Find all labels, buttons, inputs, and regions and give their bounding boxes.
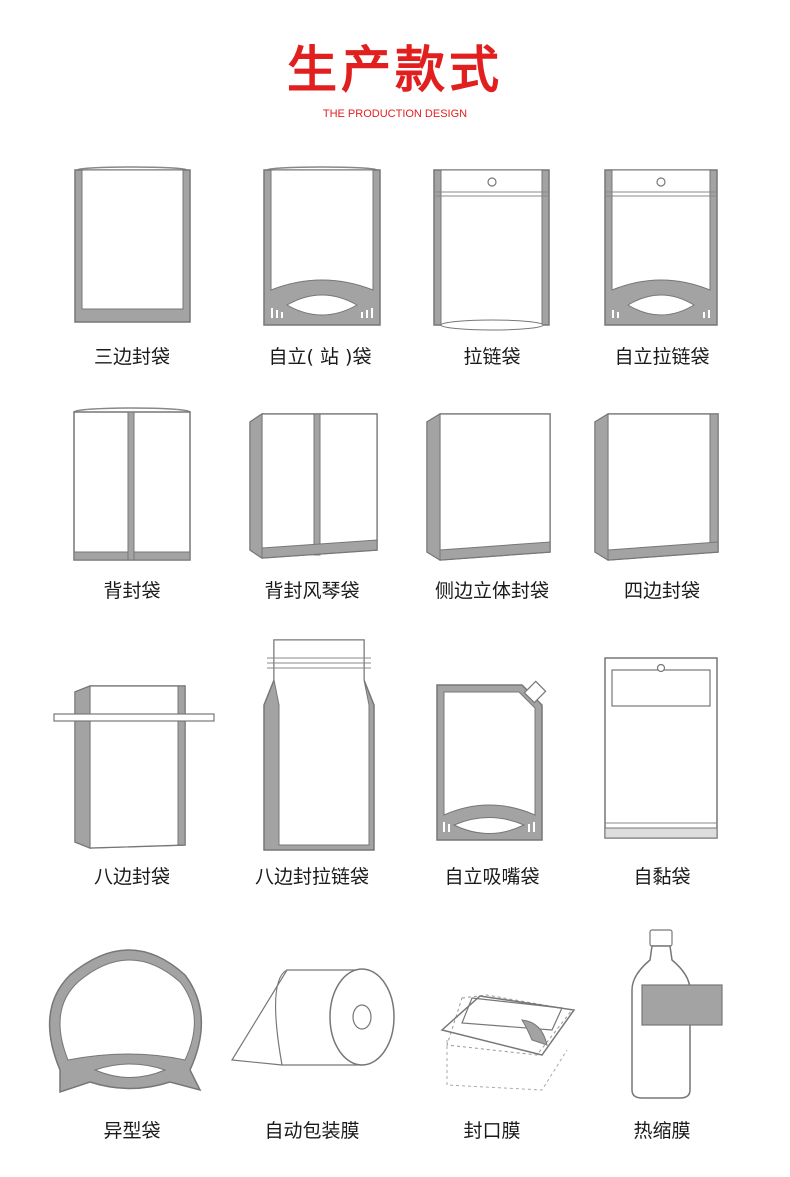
side-gusset-bag-icon [426, 413, 551, 561]
stand-up-pouch-icon [263, 166, 381, 326]
eight-side-seal-bag-icon [53, 685, 215, 849]
sealing-film-icon [440, 994, 576, 1091]
item-sealing-film: 封口膜 [392, 920, 592, 1150]
eight-side-zipper-bag-icon [263, 639, 375, 851]
item-three-side-seal-bag: 三边封袋 [20, 160, 220, 390]
item-label: 背封风琴袋 [264, 580, 360, 602]
item-label: 自立( 站 )袋 [268, 346, 372, 368]
item-packaging-film-roll: 自动包装膜 [212, 920, 412, 1150]
item-label: 拉链袋 [463, 346, 521, 368]
spout-pouch-icon [436, 680, 547, 841]
shaped-bag-icon [48, 949, 203, 1094]
item-zipper-bag: 拉链袋 [392, 160, 592, 390]
item-label: 侧边立体封袋 [434, 580, 549, 602]
item-eight-side-zipper-bag: 八边封拉链袋 [212, 630, 412, 890]
item-side-gusset-bag: 侧边立体封袋 [392, 400, 592, 610]
packaging-film-roll-icon [230, 968, 395, 1066]
back-seal-bag-icon [73, 407, 191, 561]
item-label: 自动包装膜 [264, 1120, 360, 1142]
four-side-seal-bag-icon [594, 413, 719, 561]
item-label: 自立吸嘴袋 [444, 866, 540, 888]
page-title: 生产款式 [287, 41, 503, 99]
item-label: 自黏袋 [633, 866, 691, 888]
item-shaped-bag: 异型袋 [20, 920, 220, 1150]
item-spout-pouch: 自立吸嘴袋 [392, 630, 592, 890]
stand-up-zipper-bag-icon [604, 169, 718, 326]
item-label: 自立拉链袋 [614, 346, 710, 368]
item-back-seal-gusset-bag: 背封风琴袋 [212, 400, 412, 610]
zipper-bag-icon [433, 169, 550, 331]
item-label: 八边封拉链袋 [254, 866, 369, 888]
item-label: 热缩膜 [633, 1120, 691, 1142]
item-four-side-seal-bag: 四边封袋 [560, 400, 760, 610]
shrink-film-icon [631, 929, 723, 1099]
item-label: 异型袋 [103, 1120, 161, 1142]
item-stand-up-pouch: 自立( 站 )袋 [212, 160, 412, 390]
self-adhesive-bag-icon [604, 657, 718, 839]
three-side-seal-bag-icon [74, 166, 191, 323]
item-label: 八边封袋 [93, 866, 170, 888]
item-back-seal-bag: 背封袋 [20, 400, 220, 610]
item-shrink-film: 热缩膜 [560, 920, 760, 1150]
back-seal-gusset-bag-icon [249, 413, 378, 559]
item-label: 三边封袋 [93, 346, 170, 368]
page-subtitle: THE PRODUCTION DESIGN [322, 108, 468, 120]
item-stand-up-zipper-bag: 自立拉链袋 [560, 160, 760, 390]
item-eight-side-seal-bag: 八边封袋 [20, 630, 220, 890]
item-label: 四边封袋 [623, 580, 700, 602]
item-self-adhesive-bag: 自黏袋 [560, 630, 760, 890]
item-label: 封口膜 [463, 1120, 521, 1142]
item-label: 背封袋 [103, 580, 161, 602]
